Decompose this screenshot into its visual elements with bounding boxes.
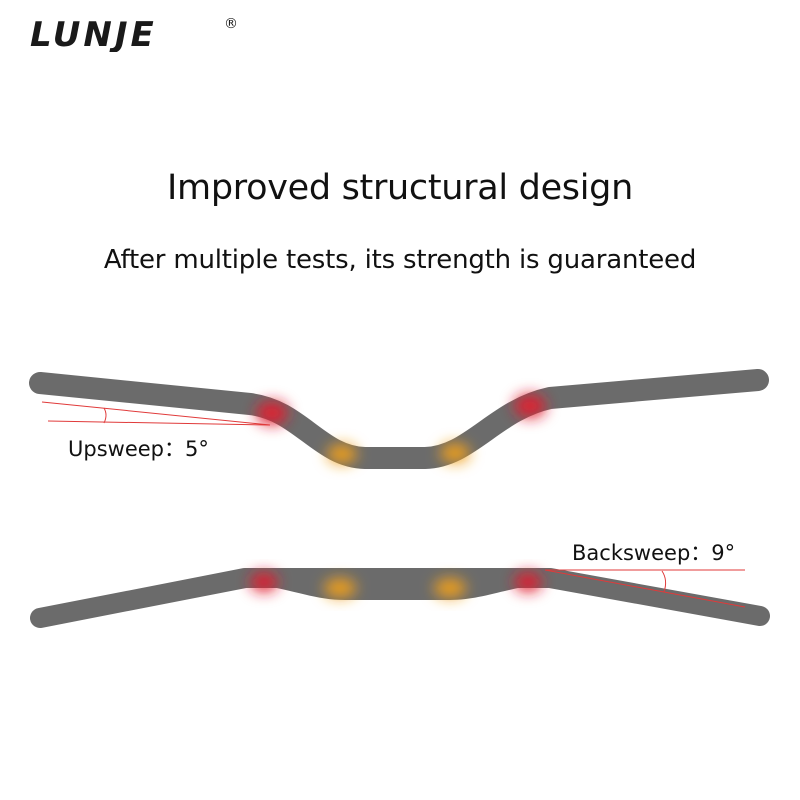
stress-red-right xyxy=(514,394,546,418)
registered-mark: ® xyxy=(224,16,238,32)
backsweep-angle-indicator xyxy=(544,569,746,608)
stress-highlights-front xyxy=(256,394,546,464)
stress-red-right-top xyxy=(514,572,542,592)
stress-orange-right xyxy=(440,443,470,463)
upsweep-label: Upsweep：5° xyxy=(68,433,209,463)
backsweep-label: Backsweep：9° xyxy=(572,537,735,567)
backsweep-degrees: 9° xyxy=(711,541,736,565)
backsweep-separator: ： xyxy=(690,541,712,565)
handlebar-top-view xyxy=(30,568,770,628)
headline: Improved structural design xyxy=(167,168,633,208)
upsweep-angle-arc xyxy=(103,407,107,424)
stress-red-left-top xyxy=(250,572,278,592)
brand-logo-text: LUNJE xyxy=(30,15,157,52)
backsweep-angle-line xyxy=(544,569,746,608)
upsweep-reference-line xyxy=(41,401,271,426)
stress-orange-left xyxy=(327,444,357,464)
upsweep-label-text: Upsweep xyxy=(68,437,164,461)
backsweep-label-text: Backsweep xyxy=(572,541,691,565)
stress-highlights-top xyxy=(250,572,542,598)
stress-red-left xyxy=(256,401,288,425)
stress-orange-left-top xyxy=(324,578,356,598)
stress-orange-right-top xyxy=(434,578,466,598)
handlebar-front-view xyxy=(29,369,769,469)
upsweep-separator: ： xyxy=(164,437,185,461)
upsweep-degrees: 5° xyxy=(185,437,209,461)
upsweep-angle-line xyxy=(47,420,271,426)
subline: After multiple tests, its strength is gu… xyxy=(103,245,697,275)
backsweep-angle-arc xyxy=(661,570,667,593)
handlebar-top-bulge xyxy=(250,574,545,600)
brand-logo: LUNJE ® xyxy=(26,12,256,52)
upsweep-angle-indicator xyxy=(41,401,271,426)
